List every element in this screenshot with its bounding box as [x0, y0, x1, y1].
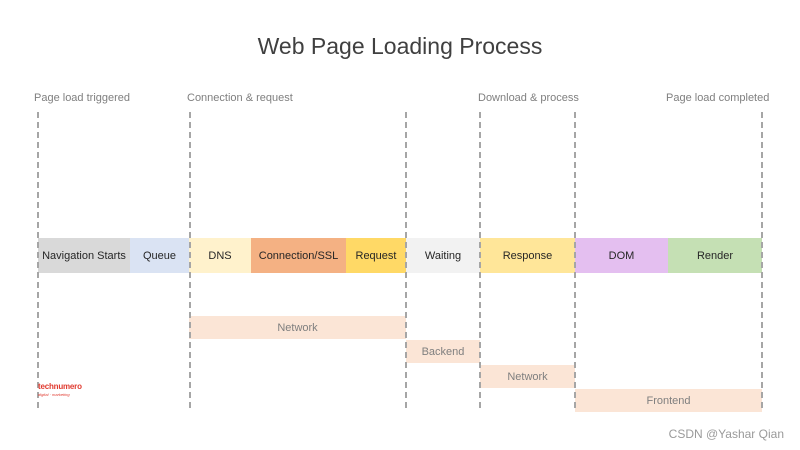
category-network-2: Network	[480, 365, 575, 388]
milestone-page-load-triggered: Page load triggered	[34, 92, 131, 104]
segment-render: Render	[668, 238, 762, 273]
milestone-connection-request: Connection & request	[187, 92, 293, 104]
dashed-line-start	[37, 112, 39, 408]
segment-dom: DOM	[575, 238, 668, 273]
dashed-line-connection	[189, 112, 191, 408]
category-backend: Backend	[406, 340, 480, 363]
category-network-1: Network	[189, 316, 406, 339]
dashed-line-download	[479, 112, 481, 408]
diagram-title: Web Page Loading Process	[257, 33, 543, 59]
logo-text: technumero	[38, 382, 82, 391]
milestone-download-process: Download & process	[478, 92, 579, 104]
segment-dns: DNS	[189, 238, 251, 273]
segment-response: Response	[480, 238, 575, 273]
watermark: CSDN @Yashar Qian	[668, 427, 784, 441]
segment-waiting: Waiting	[406, 238, 480, 273]
technumero-logo: technumero digital · marketing	[38, 382, 98, 397]
segment-connection-ssl: Connection/SSL	[251, 238, 346, 273]
logo-tagline: digital · marketing	[38, 392, 70, 397]
dashed-line-request-end	[405, 112, 407, 408]
segment-queue: Queue	[130, 238, 189, 273]
dashed-line-response-end	[574, 112, 576, 408]
segment-request: Request	[346, 238, 406, 273]
segment-navigation-starts: Navigation Starts	[38, 238, 130, 273]
dashed-line-complete	[761, 112, 763, 408]
category-frontend: Frontend	[575, 389, 762, 412]
milestone-page-load-completed: Page load completed	[666, 92, 770, 104]
